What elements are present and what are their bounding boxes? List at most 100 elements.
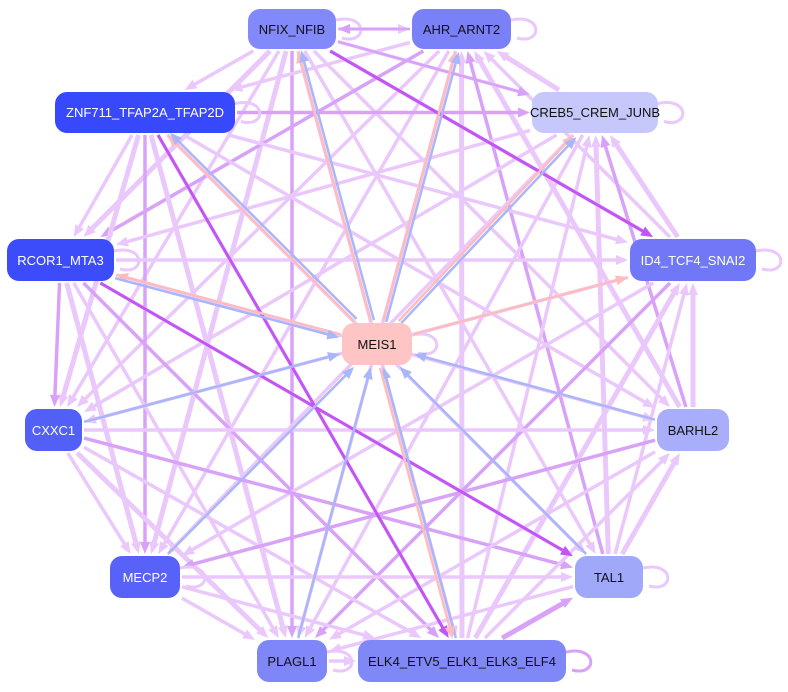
node-rcor1-mta3[interactable]: RCOR1_MTA3 xyxy=(7,239,114,281)
arrowhead xyxy=(299,50,310,64)
node-ahr-arnt2[interactable]: AHR_ARNT2 xyxy=(412,9,511,49)
edge-blue xyxy=(384,375,458,639)
edge-blue xyxy=(385,60,458,323)
arrowhead xyxy=(564,137,577,150)
node-label: BARHL2 xyxy=(667,422,719,438)
self-loop-edge xyxy=(657,101,685,124)
arrowhead xyxy=(287,626,297,638)
node-label: AHR_ARNT2 xyxy=(422,21,501,37)
arrowhead xyxy=(326,329,340,340)
edge xyxy=(107,49,425,235)
arrowhead xyxy=(496,51,510,62)
edge xyxy=(188,281,655,553)
edge xyxy=(148,134,286,630)
arrowhead xyxy=(640,226,654,237)
edge-blue xyxy=(167,372,349,555)
arrowhead xyxy=(483,51,496,64)
arrowhead xyxy=(344,656,356,666)
node-label: ELK4_ETV5_ELK1_ELK3_ELF4 xyxy=(368,653,556,669)
node-mecp2[interactable]: MECP2 xyxy=(110,556,180,598)
arrowhead xyxy=(315,625,328,638)
node-meis1[interactable]: MEIS1 xyxy=(342,323,412,365)
node-label: CXXC1 xyxy=(31,422,76,438)
node-znf711-tfap2a-tfap2d[interactable]: ZNF711_TFAP2A_TFAP2D xyxy=(55,92,235,133)
node-label: MEIS1 xyxy=(357,336,397,352)
edge xyxy=(228,133,620,242)
arrowhead xyxy=(426,625,439,638)
arrowhead xyxy=(615,234,628,245)
arrowhead xyxy=(465,51,476,64)
node-plagl1[interactable]: PLAGL1 xyxy=(257,640,327,682)
self-loop-edge xyxy=(234,101,262,124)
arrowhead xyxy=(327,352,340,362)
self-loop-edge xyxy=(411,332,439,356)
edge-blue xyxy=(400,142,572,324)
arrowhead xyxy=(84,401,97,413)
edge xyxy=(335,450,656,637)
arrowhead xyxy=(120,541,131,554)
arrowhead xyxy=(73,224,84,237)
arrowhead xyxy=(669,453,680,466)
arrowhead xyxy=(669,283,680,296)
node-label: TAL1 xyxy=(593,569,625,585)
arrowhead xyxy=(450,51,461,65)
arrowhead xyxy=(149,541,160,554)
arrowhead xyxy=(616,255,628,265)
arrowhead xyxy=(304,625,315,638)
edge-pink xyxy=(381,59,455,322)
edge xyxy=(303,50,593,548)
edge xyxy=(66,452,128,548)
edge-pink xyxy=(173,140,355,322)
arrowhead xyxy=(329,629,342,640)
edge xyxy=(182,133,649,405)
edge xyxy=(501,599,567,641)
node-nfix-nfib[interactable]: NFIX_NFIB xyxy=(248,9,336,49)
edge xyxy=(612,141,680,239)
arrowhead xyxy=(688,283,698,295)
arrowhead xyxy=(642,397,655,408)
node-label: NFIX_NFIB xyxy=(258,21,326,37)
edge xyxy=(83,445,415,636)
edge xyxy=(613,291,687,555)
arrowhead xyxy=(58,394,69,407)
edge xyxy=(465,143,590,639)
edge-pink xyxy=(413,278,620,336)
edge xyxy=(53,282,62,399)
arrowhead xyxy=(158,541,169,554)
self-loop-edge xyxy=(179,565,207,589)
arrowhead xyxy=(585,541,596,554)
node-cxxc1[interactable]: CXXC1 xyxy=(25,409,82,451)
node-label: ID4_TCF4_SNAI2 xyxy=(640,252,746,268)
node-label: PLAGL1 xyxy=(267,653,317,669)
edge xyxy=(83,436,565,567)
edge xyxy=(483,458,665,640)
arrowhead xyxy=(268,625,279,638)
node-id4-tcf4-snai2[interactable]: ID4_TCF4_SNAI2 xyxy=(630,239,756,281)
arrowhead xyxy=(76,395,89,407)
arrowhead xyxy=(581,135,592,148)
edge xyxy=(181,585,367,638)
node-label: MECP2 xyxy=(122,569,168,585)
node-elk4-etv5-elk1-elk3-elf4[interactable]: ELK4_ETV5_ELK1_ELK3_ELF4 xyxy=(358,640,566,682)
edge-blue xyxy=(83,354,332,424)
arrowhead xyxy=(362,367,373,380)
arrowhead xyxy=(518,107,530,118)
arrowhead xyxy=(591,135,602,148)
arrowhead xyxy=(474,51,485,64)
arrowhead xyxy=(277,625,288,638)
edge-pink xyxy=(397,140,569,322)
node-creb5-crem-junb[interactable]: CREB5_CREM_JUNB xyxy=(530,92,660,133)
arrowhead xyxy=(560,597,573,608)
arrowhead xyxy=(609,135,621,148)
arrowhead xyxy=(242,629,255,640)
node-label: RCOR1_MTA3 xyxy=(17,252,104,268)
edge xyxy=(320,281,672,633)
node-barhl2[interactable]: BARHL2 xyxy=(657,409,729,451)
arrowhead xyxy=(657,453,670,466)
edge xyxy=(468,59,605,555)
arrowhead xyxy=(657,394,670,407)
self-loop-edge xyxy=(326,649,354,673)
node-tal1[interactable]: TAL1 xyxy=(575,556,643,598)
edge-strong xyxy=(329,49,647,234)
